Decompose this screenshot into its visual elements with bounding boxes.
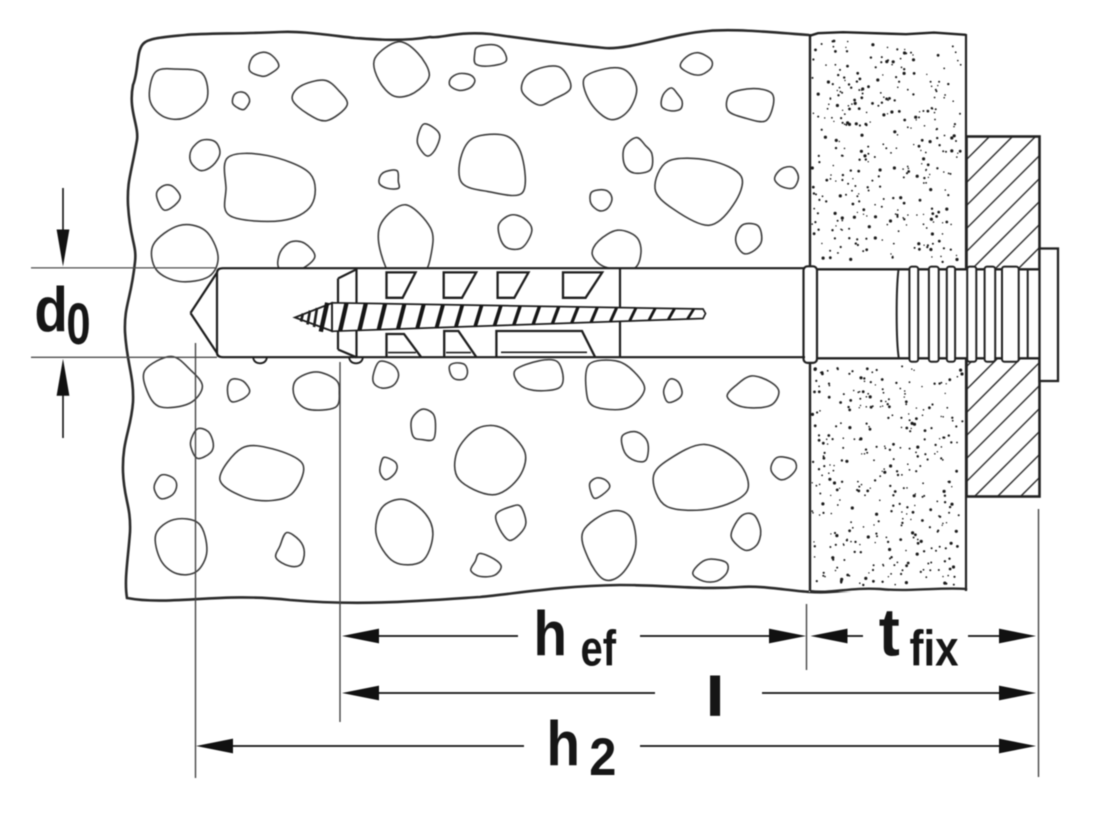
svg-text:l: l [705, 665, 725, 728]
svg-text:h: h [534, 599, 567, 669]
svg-text:0: 0 [66, 292, 90, 356]
svg-text:2: 2 [589, 727, 616, 786]
svg-text:fix: fix [910, 620, 959, 676]
svg-text:ef: ef [581, 620, 617, 676]
svg-text:d: d [34, 275, 67, 345]
svg-text:h: h [547, 709, 580, 779]
svg-text:t: t [879, 594, 900, 670]
